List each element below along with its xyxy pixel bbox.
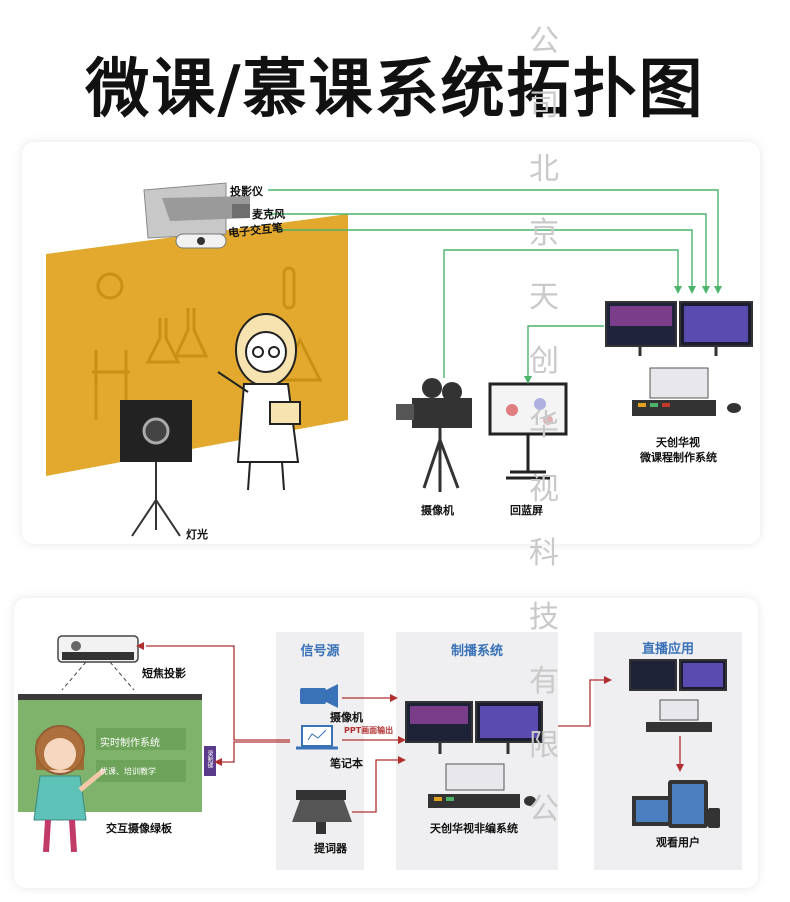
green-arrowheads <box>524 286 722 384</box>
watermark-char: 创 <box>529 344 559 379</box>
short-projector-label: 短焦投影 <box>142 667 186 680</box>
watermark-char: 有 <box>529 664 559 699</box>
watermark-char: 技 <box>529 600 559 635</box>
live-workstation-icon <box>629 659 727 732</box>
light-icon <box>120 400 192 537</box>
bottom-camera-label: 摄像机 <box>330 711 363 724</box>
live-header: 直播应用 <box>641 642 694 657</box>
nle-workstation-icon <box>405 701 543 808</box>
production-section <box>396 632 558 870</box>
light-label: 灯光 <box>186 528 208 541</box>
projector-label: 投影仪 <box>230 185 263 198</box>
viewer-devices-icon <box>632 780 720 828</box>
teacher-figure <box>217 313 301 491</box>
microphone-icon <box>175 233 227 249</box>
side-badge: 录制键 <box>206 750 213 768</box>
watermark-char: 科 <box>529 536 559 571</box>
short-throw-projector-icon <box>57 635 139 691</box>
green-signal-lines <box>268 189 719 380</box>
watermark-char: 司 <box>529 88 559 123</box>
red-arrowheads <box>136 642 684 772</box>
teleprompter-icon <box>292 790 352 834</box>
camera-label: 摄像机 <box>421 504 454 517</box>
watermark-char: 视 <box>529 472 559 507</box>
projector-icon <box>143 182 250 239</box>
board-text-1: 实时制作系统 <box>100 738 160 749</box>
camera-icon <box>396 378 472 492</box>
watermark-char: 限 <box>529 728 559 763</box>
ppt-output-label: PPT画面输出 <box>344 726 394 735</box>
watermark-char: 北 <box>529 152 559 187</box>
signal-source-header: 信号源 <box>300 644 340 659</box>
watermark-char: 天 <box>529 280 559 315</box>
greenboard-label: 交互摄像绿板 <box>106 822 172 835</box>
watermark-char: 京 <box>529 216 559 251</box>
board-text-2: 优课、培训教学 <box>100 767 156 776</box>
microphone-label: 麦克风 <box>252 208 285 221</box>
monitor-label: 回蓝屏 <box>510 504 543 517</box>
system-label-line2: 微课程制作系统 <box>640 451 717 464</box>
page-title: 微课/慕课系统拓扑图 <box>85 53 705 127</box>
watermark-char: 公 <box>529 24 559 59</box>
watermark-char: 华 <box>529 408 559 443</box>
teleprompter-label: 提词器 <box>314 842 347 855</box>
presenter-figure <box>33 725 106 853</box>
classroom-board <box>46 214 348 476</box>
laptop-label: 笔记本 <box>330 757 363 770</box>
watermark-char: 公 <box>529 792 559 827</box>
return-monitor-icon <box>488 382 568 480</box>
viewers-label: 观看用户 <box>656 836 700 849</box>
production-header: 制播系统 <box>450 644 503 659</box>
system-label-line1: 天创华视 <box>656 436 700 449</box>
laptop-icon <box>296 725 338 750</box>
bottom-camera-icon <box>300 684 338 708</box>
red-signal-lines <box>146 645 681 813</box>
watermark-text: 公司北京天创华视科技有限公 <box>524 10 564 842</box>
production-workstation-top <box>605 301 753 416</box>
nle-label: 天创华视非编系统 <box>430 822 518 835</box>
